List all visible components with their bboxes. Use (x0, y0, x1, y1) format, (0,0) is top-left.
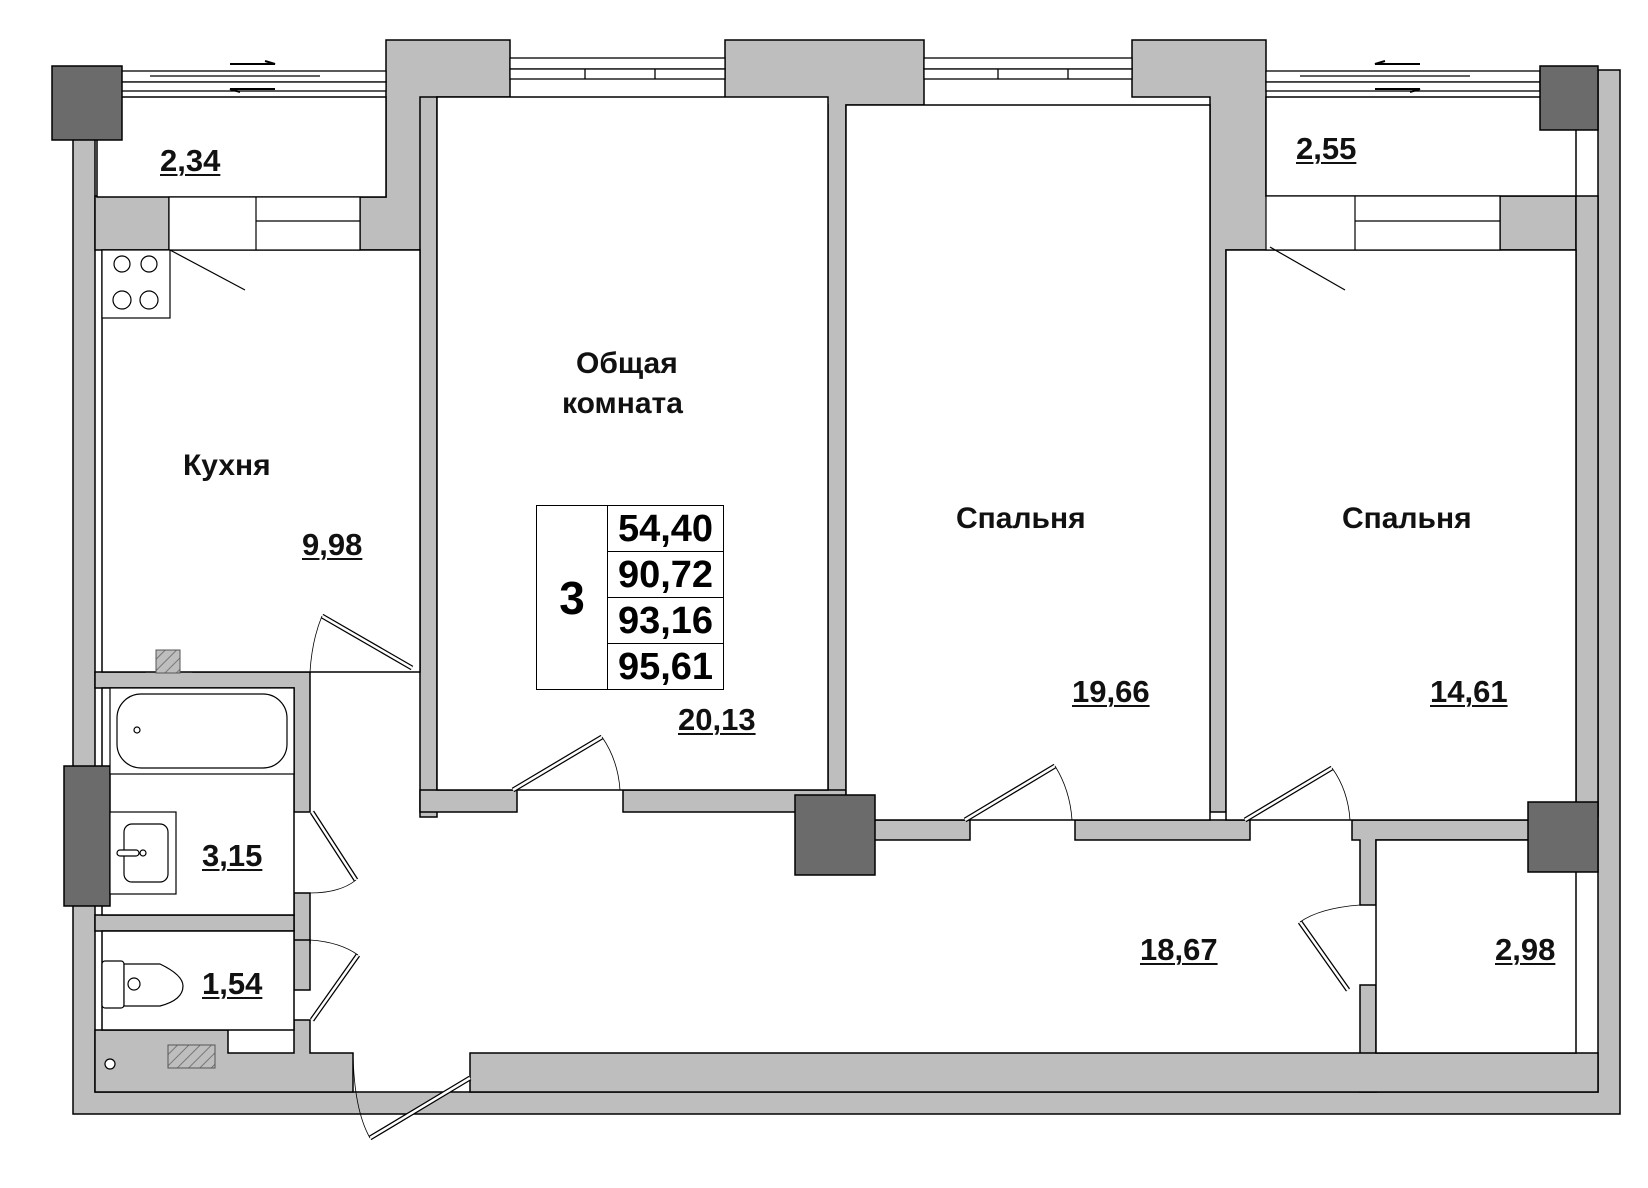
summary-area-living: 54,40 (608, 506, 723, 552)
summary-area-with-reduced-balconies: 93,16 (608, 598, 723, 644)
columns (51, 65, 1599, 907)
summary-area-total: 90,72 (608, 552, 723, 598)
kitchen-name: Кухня (183, 449, 271, 482)
bedroom2-area: 14,61 (1430, 674, 1508, 709)
summary-area-with-balconies: 95,61 (617, 645, 714, 688)
balcony-right-area: 2,55 (1296, 131, 1357, 166)
living-name-line2: комната (562, 387, 683, 420)
slide-arrows (229, 60, 1421, 93)
vent-shafts (155, 649, 216, 1069)
balcony-door-frames (168, 195, 1501, 291)
living-area: 20,13 (678, 702, 756, 737)
bedroom2-name: Спальня (1342, 502, 1472, 535)
kitchen-area: 9,98 (302, 527, 363, 562)
hall-area: 18,67 (1140, 932, 1218, 967)
living-name-line1: Общая (576, 347, 678, 380)
doors (309, 613, 1361, 1141)
apartment-summary-table: 3 54,40 90,72 93,16 95,61 (536, 505, 724, 690)
fixtures (101, 249, 295, 1070)
toilet-area: 1,54 (202, 966, 263, 1001)
bathroom-area: 3,15 (202, 838, 263, 873)
bedroom1-name: Спальня (956, 502, 1086, 535)
rooms-count: 3 (537, 506, 608, 689)
storage-area: 2,98 (1495, 932, 1556, 967)
bedroom1-area: 19,66 (1072, 674, 1150, 709)
balcony-left-area: 2,34 (160, 143, 221, 178)
